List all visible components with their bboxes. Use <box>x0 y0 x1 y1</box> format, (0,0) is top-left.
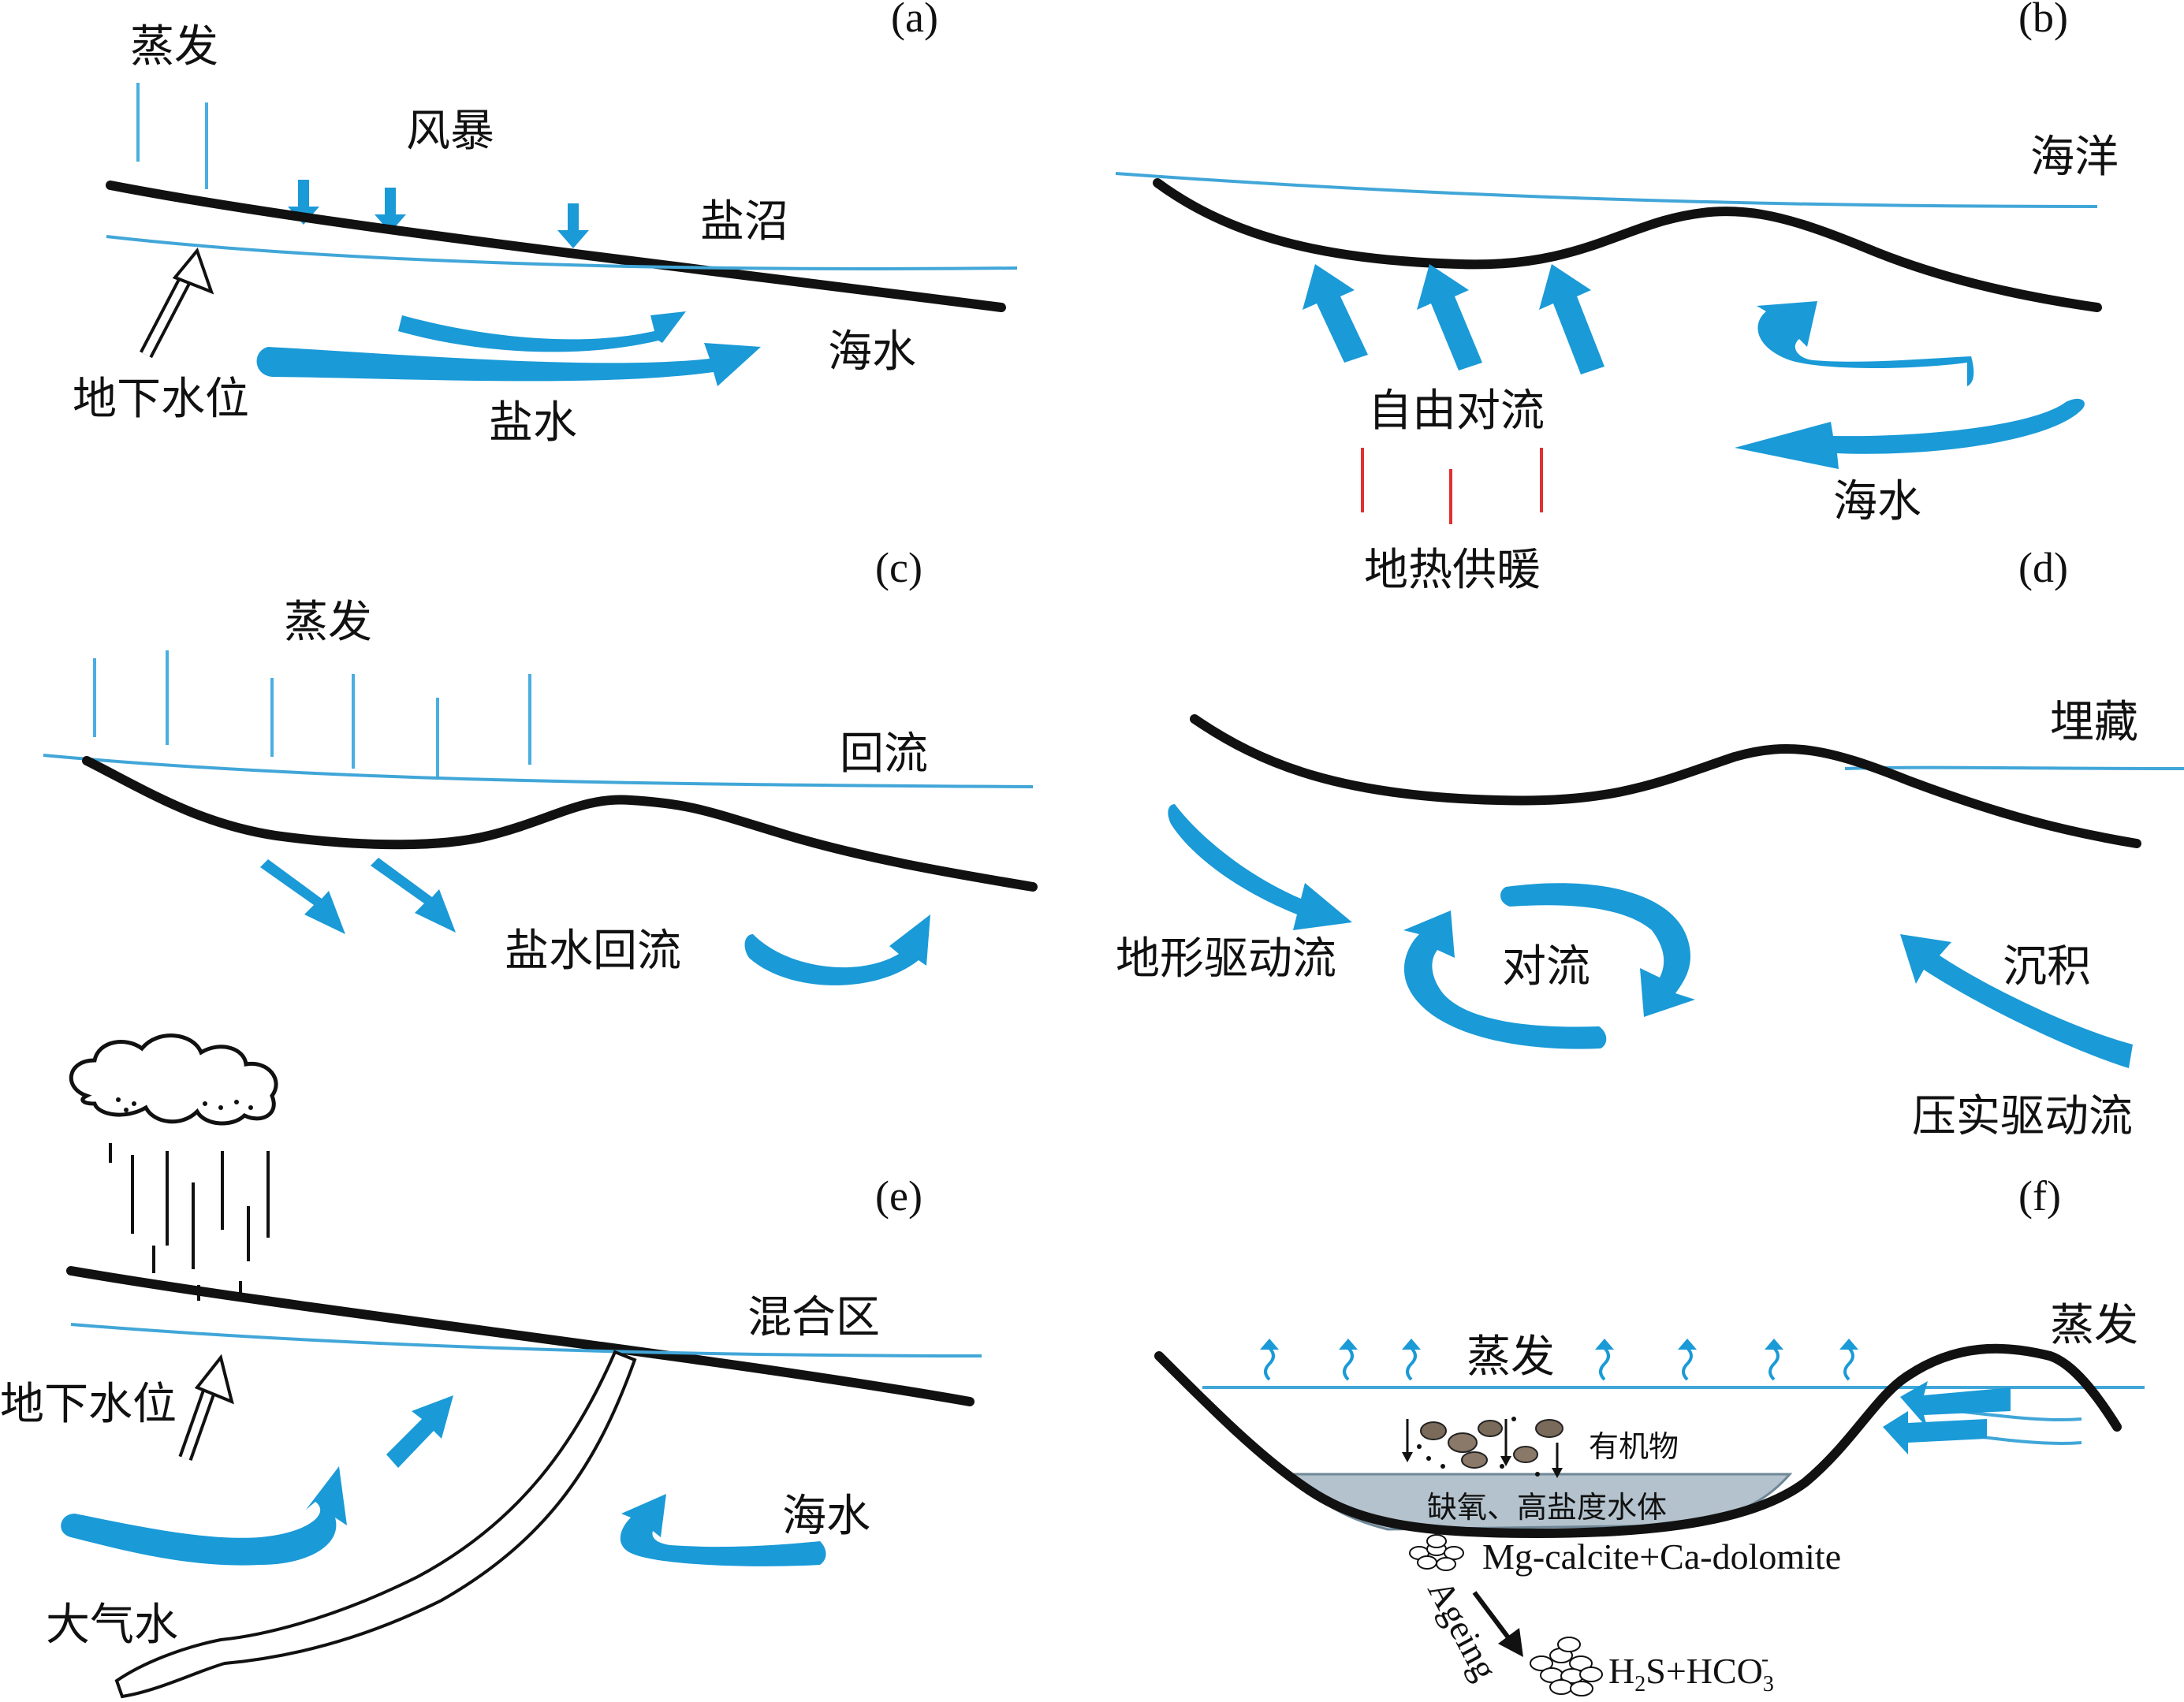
panel-a-brine-label: 盐水 <box>489 397 577 449</box>
cloud-dots <box>116 1097 253 1112</box>
panel-e-caption: (e) <box>875 1172 922 1220</box>
panel-b: (b) 海洋 自由对流 地热供暖 海水 <box>1115 0 2119 596</box>
convection-cell-arrow <box>1403 911 1607 1049</box>
organic-matter-icon <box>1402 1417 1563 1478</box>
convection-cell-arrow <box>1500 883 1695 1017</box>
meteoric-flow-arrow <box>61 1466 348 1566</box>
water-table-line <box>70 1323 982 1358</box>
panel-e: (e) 混合区 地下水位 海水 大气水 <box>0 1033 982 1699</box>
water-surface-line <box>1844 765 2184 770</box>
panel-b-caption: (b) <box>2018 0 2068 41</box>
seawater-flow-arrow <box>620 1494 826 1566</box>
panel-d-caption: (d) <box>2018 544 2068 591</box>
water-table-arrow-head <box>194 1354 234 1405</box>
panel-a-sabkha-label: 盐沼 <box>700 196 788 248</box>
panel-f-products-label: H2S+HCO3- <box>1608 1647 1774 1696</box>
panel-c-reflux-label: 回流 <box>840 728 928 780</box>
seawater-inflow-arrow <box>1735 398 2085 469</box>
panel-f-evaporation-right-label: 蒸发 <box>2050 1300 2138 1351</box>
sediment-surface <box>1190 714 2141 848</box>
panel-f-ageing-label: Ageing <box>1420 1574 1506 1687</box>
basin-sediment-surface <box>1154 1343 2122 1538</box>
reflux-circulation-arrow <box>744 914 930 985</box>
topographic-flow-arrow <box>1168 804 1352 930</box>
sediment-surface <box>66 1266 975 1406</box>
panel-b-free-convection-label: 自由对流 <box>1368 385 1545 437</box>
compaction-flow-arrow <box>1900 934 2133 1068</box>
panel-e-meteoric-label: 大气水 <box>46 1600 178 1651</box>
free-convection-arrow <box>1539 264 1604 374</box>
sediment-surface <box>106 181 1006 312</box>
panel-e-water-table-label: 地下水位 <box>0 1379 177 1430</box>
panel-b-seawater-label: 海水 <box>1833 476 1921 527</box>
panel-c-evaporation-label: 蒸发 <box>284 597 372 648</box>
seawater-recharge-arrow <box>1883 1411 1987 1454</box>
panel-b-ocean-label: 海洋 <box>2030 132 2119 183</box>
panel-e-mixing-zone-label: 混合区 <box>747 1292 880 1343</box>
sea-surface-line <box>1115 172 2098 208</box>
panel-d-topographic-flow-label: 地形驱动流 <box>1116 933 1336 985</box>
brine-flow-arrow <box>256 343 761 386</box>
ageing-arrow-head <box>1498 1628 1523 1657</box>
storm-arrow <box>375 188 406 233</box>
panel-e-seawater-label: 海水 <box>782 1491 870 1542</box>
brine-flow-arrow <box>398 311 686 352</box>
mineral-grains-icon <box>1409 1534 1464 1571</box>
panel-d-burial-label: 埋藏 <box>2050 697 2138 748</box>
water-table-line <box>106 235 1018 270</box>
panel-c-caption: (c) <box>875 544 922 591</box>
seawater-circulation-arrow <box>1757 301 1974 386</box>
panel-d-compaction-flow-label: 压实驱动流 <box>1912 1091 2133 1142</box>
panel-f: (f) 缺氧、高盐度水体 蒸发 蒸发 <box>1154 1172 2145 1696</box>
storm-arrow <box>557 203 589 248</box>
brine-reflux-arrow <box>260 859 345 934</box>
sediment-surface <box>82 756 1038 892</box>
free-convection-arrow <box>1417 264 1482 371</box>
panel-f-minerals-label: Mg-calcite+Ca-dolomite <box>1482 1536 1841 1577</box>
ageing-arrow-shaft <box>1472 1591 1512 1641</box>
evaporation-squiggles <box>1264 1346 1854 1381</box>
panel-a-seawater-label: 海水 <box>828 326 916 378</box>
panel-a-storm-label: 风暴 <box>406 106 494 157</box>
panel-a-caption: (a) <box>891 0 938 41</box>
panel-f-hypersaline-label: 缺氧、高盐度水体 <box>1427 1490 1667 1525</box>
panel-a-water-table-label: 地下水位 <box>73 374 249 425</box>
seawater-recharge-arrow <box>1900 1381 2011 1428</box>
panel-a-evaporation-label: 蒸发 <box>130 21 218 73</box>
panel-f-caption: (f) <box>2018 1172 2061 1220</box>
brine-reflux-arrow <box>371 858 456 933</box>
evaporation-arrowheads <box>1260 1339 1858 1350</box>
panel-d-sedimentation-label: 沉积 <box>2003 941 2091 993</box>
mixing-flow-arrow <box>386 1395 453 1468</box>
panel-d: (d) 埋藏 地形驱动流 对流 沉积 压实驱动流 <box>1116 544 2184 1142</box>
panel-c-brine-reflux-label: 盐水回流 <box>505 925 681 977</box>
panel-f-organic-label: 有机物 <box>1589 1429 1679 1464</box>
panel-d-convection-label: 对流 <box>1502 941 1590 993</box>
panel-c: (c) 蒸发 回流 盐水回流 <box>43 544 1038 985</box>
cloud-icon <box>69 1033 278 1126</box>
panel-f-evaporation-label: 蒸发 <box>1467 1331 1555 1383</box>
free-convection-arrow <box>1303 264 1368 363</box>
panel-a: (a) 蒸发 风暴 盐沼 海水 地下水位 盐水 <box>73 0 1018 449</box>
brine-surface-line <box>43 754 1034 788</box>
water-table-arrow-head <box>172 247 214 295</box>
rain-lines <box>109 1143 270 1301</box>
meteoric-aquifer-channel <box>114 1350 637 1699</box>
sediment-surface <box>1153 178 2102 312</box>
panel-b-geothermal-label: 地热供暖 <box>1364 545 1541 596</box>
product-grains-icon <box>1530 1637 1603 1696</box>
